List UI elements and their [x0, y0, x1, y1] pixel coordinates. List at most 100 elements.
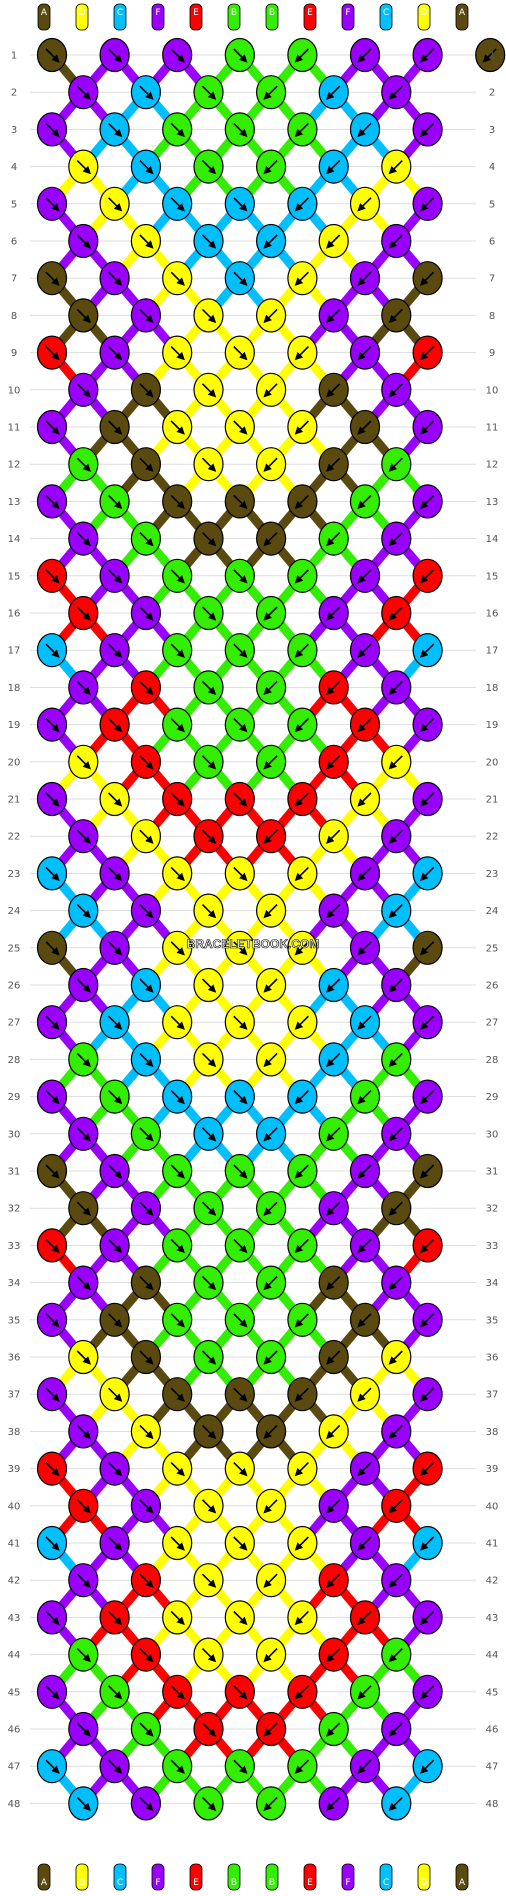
knot-arrow-icon: [388, 1796, 403, 1812]
knot: [130, 1265, 161, 1300]
knot: [381, 670, 412, 705]
knot: [99, 261, 130, 296]
knot: [130, 744, 161, 779]
knot-arrow-icon: [388, 234, 403, 249]
knot: [68, 1711, 99, 1747]
knot: [162, 1600, 193, 1635]
knot-arrow-icon: [388, 1499, 403, 1514]
knot-arrow-icon: [294, 271, 309, 286]
strand-letter-top: B: [269, 8, 275, 18]
row-label-right: 45: [486, 1687, 499, 1698]
knot-arrow-icon: [45, 718, 60, 733]
knot: [36, 1079, 68, 1114]
strand-end-top: [417, 3, 431, 31]
row-label-right: 5: [489, 199, 495, 210]
strand-letter-bottom: A: [41, 1878, 48, 1888]
knot-arrow-icon: [76, 1499, 91, 1514]
knot: [36, 1451, 68, 1486]
strand-letter-bottom: B: [231, 1878, 237, 1888]
knot-arrow-icon: [294, 122, 309, 138]
knot: [412, 1005, 443, 1040]
knot-arrow-icon: [357, 643, 372, 658]
row-label-right: 29: [486, 1092, 499, 1103]
knot-arrow-icon: [263, 160, 278, 175]
knot-arrow-icon: [201, 234, 217, 249]
knot-arrow-icon: [201, 1201, 217, 1216]
knots-layer: [36, 37, 506, 1821]
row-label-left: 39: [8, 1464, 21, 1475]
row-label-left: 7: [11, 274, 17, 285]
knot-arrow-icon: [263, 978, 278, 993]
knot-arrow-icon: [108, 1090, 123, 1105]
row-label-right: 1: [489, 51, 495, 62]
knot: [162, 781, 193, 817]
knot-arrow-icon: [108, 1759, 123, 1774]
knot: [412, 335, 443, 370]
knot-arrow-icon: [357, 792, 372, 807]
knot-arrow-icon: [419, 1238, 435, 1254]
strand-end-top: [151, 3, 165, 31]
knot: [256, 372, 287, 407]
knot: [287, 335, 318, 370]
knot: [99, 930, 130, 965]
knot: [68, 819, 99, 854]
knot-arrow-icon: [170, 643, 185, 658]
knot: [256, 1116, 287, 1151]
row-label-left: 28: [8, 1055, 21, 1066]
knot-arrow-icon: [357, 122, 372, 138]
knot-arrow-icon: [294, 792, 309, 807]
knot-arrow-icon: [170, 1238, 185, 1254]
strand-letter-bottom: F: [345, 1878, 350, 1888]
knot-arrow-icon: [388, 308, 403, 324]
knot: [318, 595, 349, 631]
knot-arrow-icon: [294, 1164, 309, 1179]
knot-arrow-icon: [76, 160, 91, 175]
knot-arrow-icon: [388, 1573, 403, 1588]
knot: [130, 1488, 161, 1523]
row-label-right: 15: [486, 571, 499, 582]
knot: [99, 707, 130, 742]
knot-arrow-icon: [170, 1313, 185, 1328]
knot-arrow-icon: [294, 866, 309, 882]
knot: [99, 1079, 130, 1114]
knot-arrow-icon: [139, 1201, 154, 1216]
knot-arrow-icon: [419, 941, 435, 956]
knot: [36, 781, 68, 817]
knot: [256, 1637, 287, 1672]
knot-arrow-icon: [326, 1722, 341, 1737]
knot-arrow-icon: [170, 569, 185, 584]
knot: [287, 1525, 318, 1561]
knot: [412, 707, 443, 742]
knot: [193, 372, 224, 407]
row-label-left: 45: [8, 1687, 21, 1698]
strand-end-bottom: [341, 1863, 355, 1891]
knot: [162, 484, 193, 519]
row-label-right: 4: [489, 162, 495, 173]
row-label-right: 33: [486, 1241, 499, 1252]
knot: [99, 1600, 130, 1635]
knot: [318, 447, 349, 482]
knot: [193, 595, 224, 631]
knot: [381, 595, 412, 631]
knot-arrow-icon: [45, 643, 60, 658]
knot: [162, 335, 193, 370]
row-label-right: 36: [486, 1353, 499, 1364]
knot: [287, 930, 318, 965]
knot-arrow-icon: [201, 85, 217, 100]
knot: [287, 1749, 318, 1784]
knot-arrow-icon: [76, 978, 91, 993]
knot: [412, 261, 443, 296]
knot-arrow-icon: [233, 941, 248, 956]
knot: [162, 112, 193, 147]
knot: [412, 1749, 443, 1784]
knot: [412, 930, 443, 965]
knot: [130, 298, 161, 333]
knot: [256, 521, 287, 556]
knot-arrow-icon: [294, 1238, 309, 1254]
knot-arrow-icon: [45, 792, 60, 807]
knot-arrow-icon: [294, 643, 309, 658]
strand-letter-bottom: B: [269, 1878, 275, 1888]
knot-arrow-icon: [419, 197, 435, 212]
strand-end-top: [75, 3, 89, 31]
knot-arrow-icon: [45, 1090, 60, 1105]
